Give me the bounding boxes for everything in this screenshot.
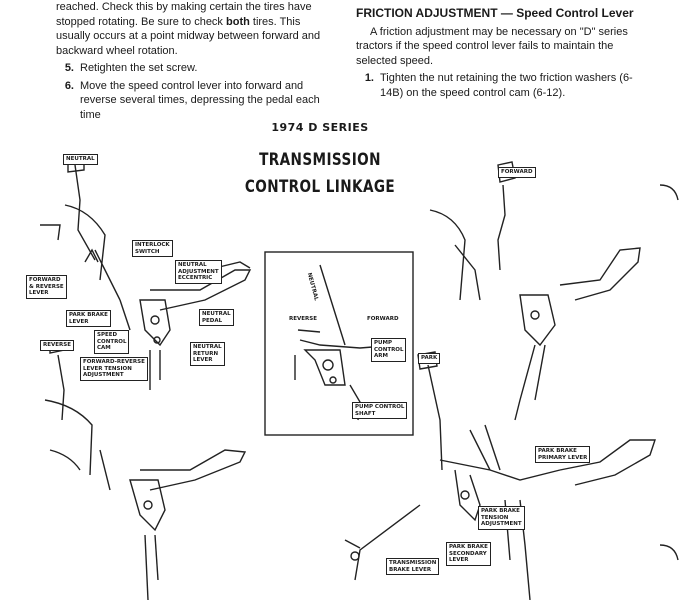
callout-forward-arrow: FORWARD <box>365 315 401 324</box>
para1-start: stopped rotating. Be sure to check <box>56 15 226 28</box>
callout-neutral-top: NEUTRAL <box>63 154 98 165</box>
diagram-title-line-1: TRANSMISSION <box>259 150 381 170</box>
callout-park-brake-tension: PARK BRAKE TENSION ADJUSTMENT <box>478 506 525 530</box>
step-6-text: Move the speed control lever into forwar… <box>80 79 320 121</box>
callout-neutral-pedal: NEUTRAL PEDAL <box>199 309 234 326</box>
step-5-number: 5. <box>64 62 74 74</box>
callout-reverse-knob: REVERSE <box>40 340 74 351</box>
step-5-text: Retighten the set screw. <box>80 62 198 74</box>
callout-neutral-return-lever: NEUTRAL RETURN LEVER <box>190 342 225 366</box>
step-6-number: 6. <box>64 79 74 92</box>
diagram-series-label: 1974 D SERIES <box>271 121 369 134</box>
callout-park-knob: PARK <box>418 353 441 364</box>
callout-transmission-brake-lever: TRANSMISSION BRAKE LEVER <box>386 558 440 575</box>
callout-interlock-switch: INTERLOCK SWITCH <box>132 240 173 257</box>
callout-park-brake-secondary: PARK BRAKE SECONDARY LEVER <box>446 542 491 566</box>
friction-adjustment-heading: FRICTION ADJUSTMENT — Speed Control Leve… <box>356 6 634 20</box>
step-1-number: 1. <box>364 72 374 84</box>
cut-off-line: reached. Check this by making certain th… <box>56 1 312 13</box>
step-5: 5. Retighten the set screw. <box>56 61 331 76</box>
paragraph-check-tires: stopped rotating. Be sure to check both … <box>56 15 331 59</box>
friction-paragraph: A friction adjustment may be necessary o… <box>356 25 628 67</box>
step-1-text: Tighten the nut retaining the two fricti… <box>380 72 633 99</box>
assembly-top-left <box>40 159 252 390</box>
right-text-column: FRICTION ADJUSTMENT — Speed Control Leve… <box>356 6 642 100</box>
para1-bold: both <box>226 15 250 28</box>
callout-pump-control-shaft: PUMP CONTROL SHAFT <box>352 402 408 419</box>
assembly-top-right <box>429 161 679 421</box>
callout-pump-control-arm: PUMP CONTROL ARM <box>371 338 407 362</box>
step-1: 1. Tighten the nut retaining the two fric… <box>356 71 642 100</box>
callout-park-brake-primary: PARK BRAKE PRIMARY LEVER <box>535 446 591 463</box>
step-6: 6. Move the speed control lever into forw… <box>56 79 331 123</box>
para1-end: tires. This usually occurs at a point mi… <box>56 15 321 57</box>
callout-reverse-arrow: REVERSE <box>287 315 319 324</box>
callout-speed-control-cam: SPEED CONTROL CAM <box>94 330 130 354</box>
callout-forward-reverse-lever: FORWARD & REVERSE LEVER <box>26 275 67 299</box>
assembly-bottom-left <box>44 341 247 600</box>
callout-forward-knob: FORWARD <box>498 167 536 178</box>
diagram-title-line-2: CONTROL LINKAGE <box>244 177 396 197</box>
callout-tension-adjustment: FORWARD-REVERSE LEVER TENSION ADJUSTMENT <box>80 357 148 381</box>
callout-park-brake-lever: PARK BRAKE LEVER <box>66 310 111 327</box>
left-text-column: reached. Check this by making certain th… <box>56 0 331 122</box>
callout-neutral-adjustment: NEUTRAL ADJUSTMENT ECCENTRIC <box>175 260 222 284</box>
